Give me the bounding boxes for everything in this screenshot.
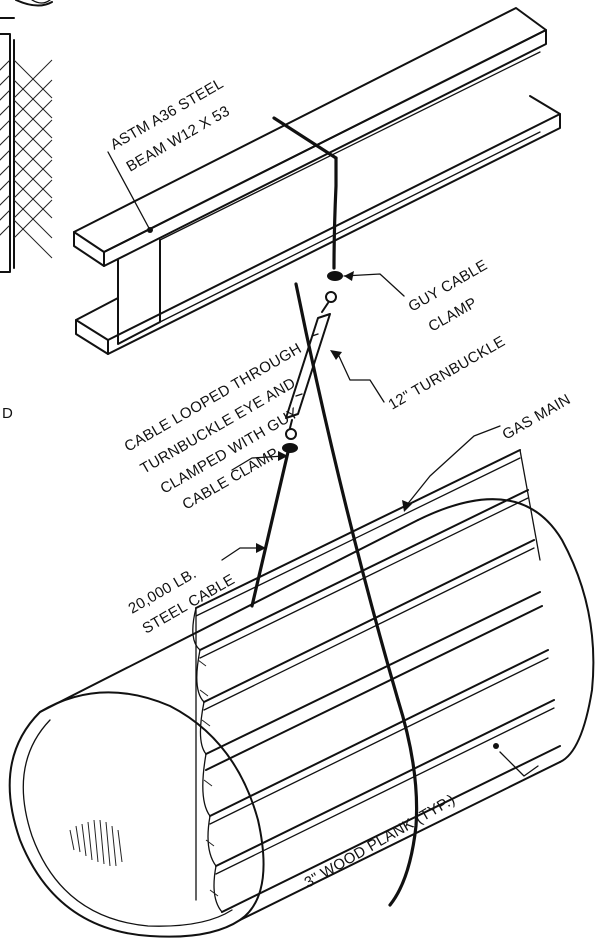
gas-main-pipe [8,498,595,938]
steel-i-beam [73,7,561,355]
steel-cable-left [250,450,290,608]
wood-planks [192,449,561,913]
pipe-interior-shading [69,819,123,867]
guy-cable-clamp-top [325,271,343,303]
beam-wrap-cable [272,116,338,270]
turnbuckle [285,302,331,440]
turnbuckle-label: 12" TURNBUCKLE [386,333,509,414]
hatched-section-fragment [0,0,53,273]
wood-plank-label: 3" WOOD PLANK (TYP.) [302,791,459,891]
cut-letter: D [2,405,13,422]
steel-cable-right [294,282,419,907]
hatch-block [13,39,53,269]
leader-lines [107,151,539,777]
guy-cable-clamp-bottom [282,443,298,453]
gas-main-label: GAS MAIN [500,391,574,444]
